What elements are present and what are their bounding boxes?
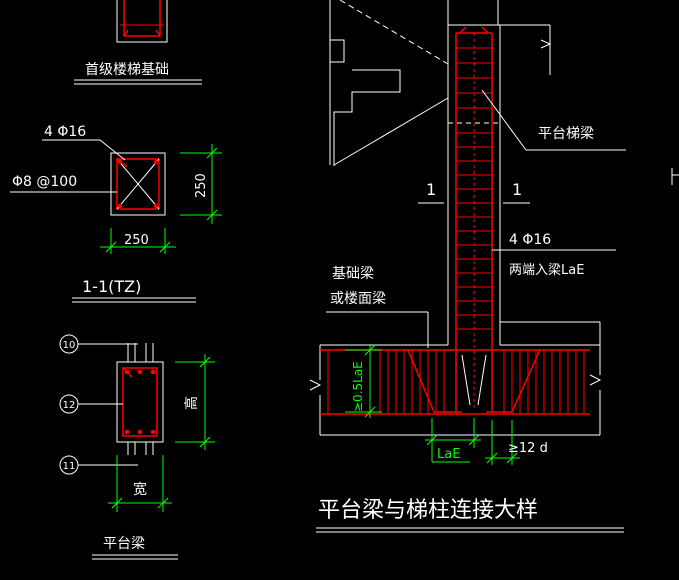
stair-flight-outline <box>329 0 449 166</box>
stirrup-label: Φ8 @100 <box>12 174 77 190</box>
platform-slab-top <box>448 0 552 75</box>
leader-line <box>99 139 126 161</box>
stair-column-concrete <box>447 25 501 345</box>
column-rebar-label: 4 Φ16 <box>509 232 551 248</box>
column-section-1-1 <box>110 152 166 216</box>
leader-line <box>481 89 527 151</box>
section-1-1-title: 1-1(TZ) <box>82 277 141 296</box>
dimension-0-5lae <box>345 344 382 418</box>
dimension-vertical-250 <box>180 144 222 224</box>
dim-250-horizontal: 250 <box>124 233 149 248</box>
platform-beam-section <box>116 343 164 455</box>
stair-foundation-title: 首级楼梯基础 <box>85 61 169 78</box>
platform-beam-label: 平台梯梁 <box>538 126 594 142</box>
callout-12 <box>59 394 123 414</box>
dim-height-label: 高 <box>183 396 200 410</box>
dim-lae-label: LaE <box>437 447 460 462</box>
base-beam-label-line1: 基础梁 <box>332 265 374 282</box>
callout-11 <box>59 455 138 475</box>
callout-10-number: 10 <box>63 340 76 351</box>
dim-0-5lae-label: ≥0.5LaE <box>351 361 365 412</box>
dim-12d-label: ≥12 d <box>508 441 548 456</box>
section-mark-right: 1 <box>512 180 522 199</box>
section-mark-left: 1 <box>426 180 436 199</box>
stair-foundation-detail <box>116 0 168 43</box>
platform-beam-title: 平台梁 <box>103 536 145 552</box>
callout-10 <box>59 334 138 354</box>
anchor-note: 两端入梁LaE <box>509 263 584 278</box>
callout-11-number: 11 <box>63 461 76 472</box>
base-beam <box>309 321 602 436</box>
dimension-lae <box>425 418 481 463</box>
dim-250-vertical: 250 <box>194 173 209 198</box>
dimension-width <box>108 455 172 512</box>
clipped-text-fragment <box>671 168 679 185</box>
dimension-height <box>175 354 215 450</box>
dim-width-label: 宽 <box>133 481 147 498</box>
base-beam-label-line2: 或楼面梁 <box>330 291 386 307</box>
top-rebar-label: 4 Φ16 <box>44 124 86 140</box>
detail-title: 平台梁与梯柱连接大样 <box>318 498 538 523</box>
dimension-horizontal-250 <box>100 228 176 254</box>
dimension-12d <box>485 420 520 465</box>
column-rebar <box>455 26 493 410</box>
callout-12-number: 12 <box>63 400 76 411</box>
